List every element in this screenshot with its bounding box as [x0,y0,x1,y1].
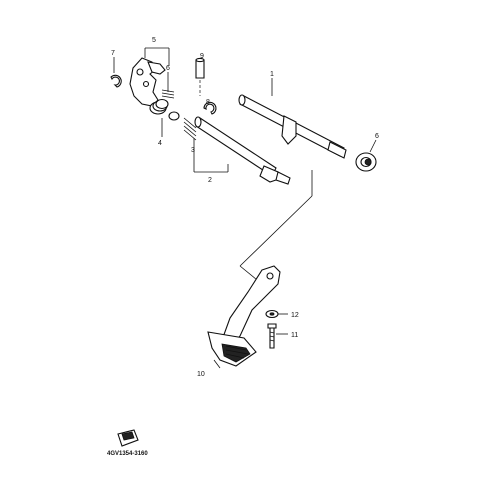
circlip-part-7 [110,57,122,88]
callout-8: 8 [206,99,210,106]
diagram-code: 4GV1354-3160 [107,451,148,457]
circlip-part-8 [203,101,217,115]
callout-6: 6 [166,65,170,72]
callout-11: 11 [291,332,298,339]
bolt-part-11 [267,323,288,349]
callout-3: 3 [191,147,195,154]
assembly-leader-line [239,170,313,285]
spring-part-6 [161,72,175,99]
callout-7: 7 [111,50,115,57]
washer-part-12 [265,309,288,319]
callout-10: 10 [197,371,205,378]
callout-12: 12 [291,312,299,319]
shift-shaft-part-1 [238,78,347,159]
callout-6b: 6 [375,133,379,140]
callout-9: 9 [200,53,204,60]
book-corner-icon [117,429,139,447]
shift-pedal-part-10 [207,265,281,369]
shift-shaft-part-2 [183,116,291,185]
callout-5: 5 [152,37,156,44]
torsion-spring-part-4 [149,98,180,137]
shift-arm-plate-part-5 [129,47,170,107]
dowel-pin-part-9 [195,57,205,96]
callout-2: 2 [208,177,212,184]
callout-1: 1 [270,71,274,78]
callout-4: 4 [158,140,162,147]
oil-seal-part-6 [355,139,377,172]
